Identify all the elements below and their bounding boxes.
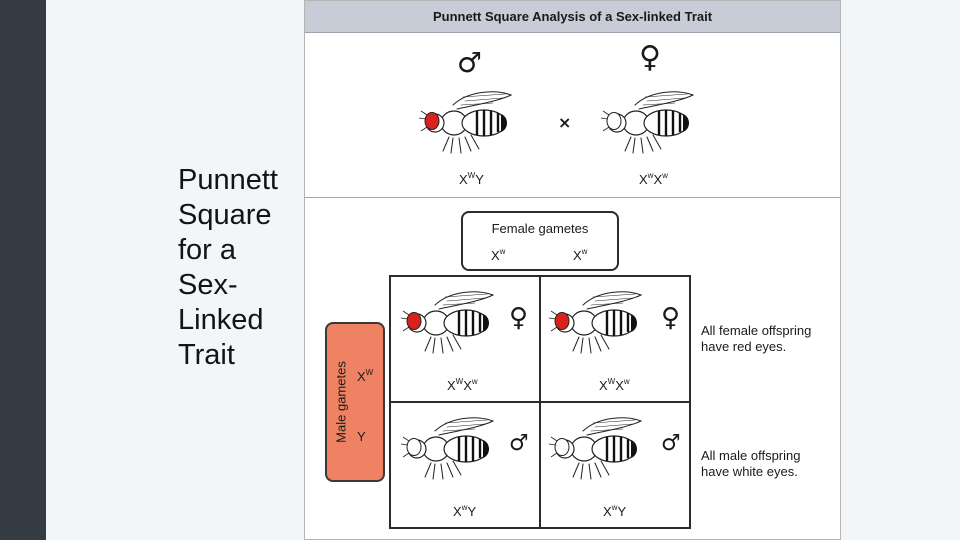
parent-male-genotype: XWY [459,171,484,187]
offspring-fly-2 [543,285,643,357]
male-gametes-box: Male gametes XW Y [325,322,385,482]
parent-female-genotype: XwXw [639,171,668,187]
punnett-grid: ♀ XWXw ♀ XWXw [389,275,691,529]
offspring-1-female-icon: ♀ [509,303,529,333]
offspring-2-genotype: XWXw [599,377,630,393]
female-gamete-2: Xw [573,247,588,263]
fly-drawing-icon [418,91,513,154]
female-gamete-1: Xw [491,247,506,263]
female-gametes-label: Female gametes [491,221,589,236]
female-symbol-icon: ♀ [639,40,661,75]
figure-title: Punnett Square Analysis of a Sex-linked … [305,1,840,33]
offspring-4-male-icon: ♂ [661,431,681,456]
offspring-fly-1 [395,285,495,357]
fly-drawing-icon [400,417,495,480]
offspring-3-genotype: XwY [453,503,477,519]
offspring-4-genotype: XwY [603,503,627,519]
fly-drawing-icon [400,291,495,354]
female-offspring-note: All female offspring have red eyes. [701,323,812,354]
section-divider [305,197,840,198]
offspring-1-genotype: XWXw [447,377,478,393]
parent-male-fly [413,85,513,157]
fly-drawing-icon [548,417,643,480]
slide-title: Punnett Square for a Sex-Linked Trait [178,164,278,371]
parent-female-fly [595,85,695,157]
offspring-fly-4 [543,411,643,483]
male-gametes-label: Male gametes [333,361,349,443]
cross-symbol: × [558,113,572,132]
fly-drawing-icon [548,291,643,354]
fly-drawing-icon [600,91,695,154]
male-gamete-2: Y [357,429,366,444]
offspring-2-female-icon: ♀ [661,303,681,333]
male-symbol-icon: ♂ [457,46,483,79]
male-offspring-note: All male offspring have white eyes. [701,448,801,479]
female-gametes-box: Female gametes Xw Xw [461,211,619,271]
slide-side-bar [0,0,46,540]
male-gamete-1: XW [357,368,374,384]
grid-divider-horizontal [391,401,689,403]
offspring-fly-3 [395,411,495,483]
offspring-3-male-icon: ♂ [509,431,529,456]
punnett-figure: Punnett Square Analysis of a Sex-linked … [304,0,841,540]
